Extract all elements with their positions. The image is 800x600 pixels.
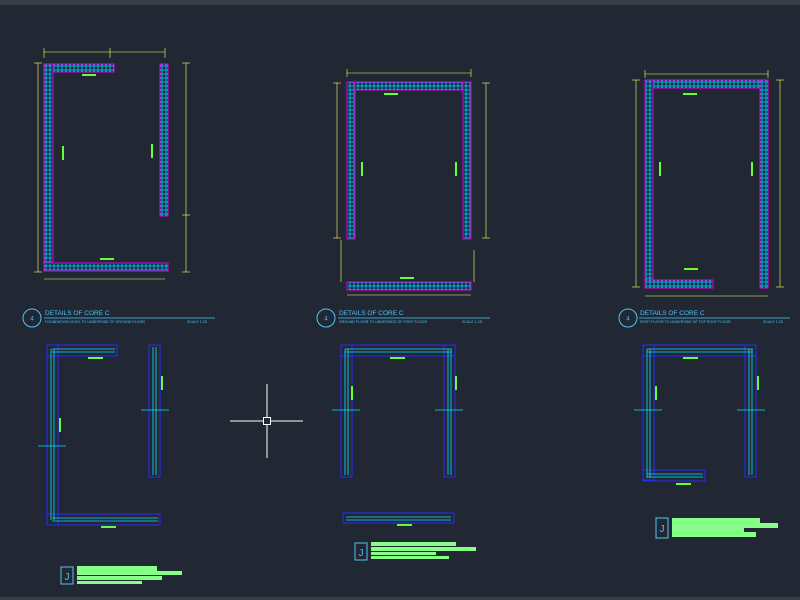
title-block-3: 4 DETAILS OF CORE C FIRST FLOOR TO UNDER… (618, 308, 790, 328)
detail-number-3: 4 (626, 317, 630, 323)
detail-scale-1: SCALE 1:25 (187, 320, 207, 324)
detail-subtitle-1: FOUNDATION LEVEL TO UNDERSIDE OF GROUND … (45, 320, 145, 324)
detail-title-2: DETAILS OF CORE C (339, 310, 404, 317)
wall-tags-1 (62, 74, 153, 260)
legend-j-icon (60, 566, 74, 585)
legend-icon-label-1: J (65, 572, 70, 583)
section-elevation-1[interactable] (38, 344, 169, 528)
title-block-2: 4 DETAILS OF CORE C GROUND FLOOR TO UNDE… (316, 308, 490, 328)
detail-number-circle-3 (618, 308, 638, 328)
section-elevation-2[interactable] (332, 344, 463, 526)
legend-j-icon (655, 517, 669, 539)
section-elevation-3[interactable] (634, 344, 765, 485)
wall-tags-2 (361, 93, 457, 279)
detail-number-circle-2 (316, 308, 336, 328)
dimension-lines-2 (333, 69, 490, 296)
top-toolbar-strip (0, 0, 800, 5)
core-plan-1[interactable] (34, 48, 190, 280)
detail-scale-2: SCALE 1:25 (462, 320, 482, 324)
legend-icon-label-2: J (359, 548, 364, 559)
dimension-lines-1 (34, 48, 190, 280)
legend-j-icon (354, 542, 368, 561)
wall-tags-3 (659, 93, 753, 270)
walls-2 (346, 81, 472, 291)
dimension-lines-3 (632, 70, 784, 297)
detail-title-1: DETAILS OF CORE C (45, 310, 110, 317)
detail-number-1: 4 (30, 317, 34, 323)
detail-subtitle-3: FIRST FLOOR TO UNDERSIDE OF TOP ROOF FLO… (640, 320, 731, 324)
core-plan-2[interactable] (333, 69, 490, 296)
legend-block-2: J (354, 542, 476, 561)
title-block-1: 4 DETAILS OF CORE C FOUNDATION LEVEL TO … (22, 308, 215, 328)
bottom-status-strip (0, 597, 800, 600)
legend-block-3: J (655, 517, 778, 539)
detail-number-circle-1 (22, 308, 42, 328)
legend-block-1: J (60, 566, 182, 585)
detail-subtitle-2: GROUND FLOOR TO UNDERSIDE OF FIRST FLOOR (339, 320, 427, 324)
detail-title-3: DETAILS OF CORE C (640, 310, 705, 317)
walls-1 (43, 63, 169, 272)
legend-icon-label-3: J (660, 524, 665, 535)
detail-number-2: 4 (324, 317, 328, 323)
walls-3 (644, 79, 769, 289)
crosshair-cursor (230, 384, 303, 458)
core-plan-3[interactable] (632, 70, 784, 297)
detail-scale-3: SCALE 1:25 (763, 320, 783, 324)
